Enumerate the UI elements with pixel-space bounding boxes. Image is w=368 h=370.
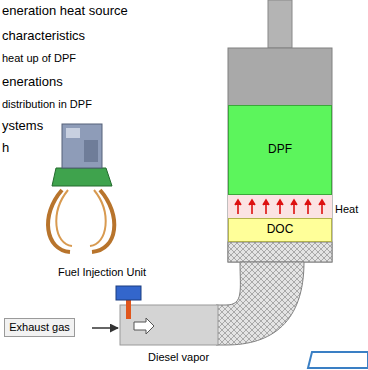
heat-arrows xyxy=(235,200,325,214)
bullet-text: eneration heat source xyxy=(2,4,128,19)
outlet-pipe xyxy=(268,0,292,48)
node-text: Exhaust gas xyxy=(9,321,70,334)
filter-box: DPF xyxy=(228,105,332,195)
label-box: Exhaust gas xyxy=(4,318,75,337)
injector-body xyxy=(116,286,141,300)
logo xyxy=(308,352,368,368)
part-label: Fuel Injection Unit xyxy=(58,266,146,279)
part-label: Heat xyxy=(335,203,358,216)
injection-unit-picture xyxy=(48,124,114,252)
bullet-text: h xyxy=(2,141,9,156)
mixer-mesh xyxy=(228,242,332,262)
injector-stem xyxy=(126,299,131,319)
inlet-pipe xyxy=(120,305,218,345)
part-label: Diesel vapor xyxy=(148,351,209,364)
heat-zone xyxy=(228,195,332,218)
bullet-text: distribution in DPF xyxy=(2,98,92,111)
node-text: DPF xyxy=(268,143,292,157)
catalyst-box: DOC xyxy=(228,218,332,242)
housing xyxy=(228,48,332,262)
node-text: DOC xyxy=(267,223,294,237)
elbow-pipe xyxy=(216,262,304,345)
bullet-text: enerations xyxy=(2,75,63,90)
bullet-text: ystems xyxy=(2,119,43,134)
bullet-text: heat up of DPF xyxy=(2,52,76,65)
flow-arrow xyxy=(92,327,118,329)
bullet-text: characteristics xyxy=(2,29,85,44)
spray-arrow xyxy=(134,318,154,334)
